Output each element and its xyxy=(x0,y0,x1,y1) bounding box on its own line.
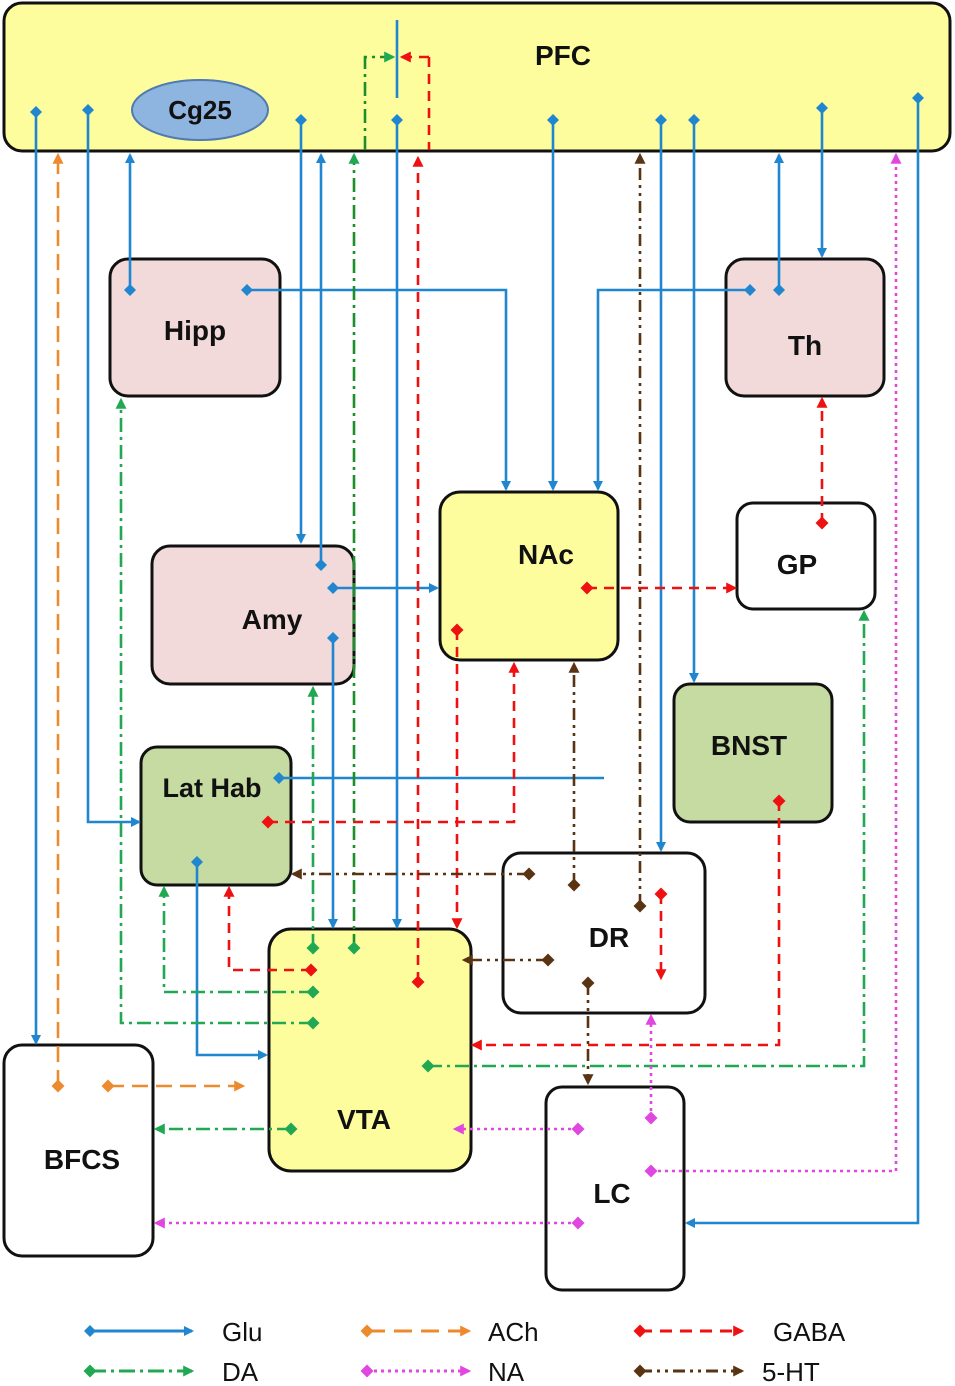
amy-label: Amy xyxy=(242,604,303,635)
gp-label: GP xyxy=(777,549,817,580)
vta-label: VTA xyxy=(337,1104,391,1135)
legend-da-label: DA xyxy=(222,1357,259,1386)
bnst-label: BNST xyxy=(711,730,787,761)
glu-pfc-to-lathab xyxy=(82,104,141,827)
lathab-label: Lat Hab xyxy=(162,773,261,803)
connections xyxy=(30,20,924,1230)
lc-label: LC xyxy=(593,1178,630,1209)
bfcs-label: BFCS xyxy=(44,1144,120,1175)
da-vta-to-hipp xyxy=(115,397,320,1030)
glu-pfc-to-lc xyxy=(685,92,924,1228)
glu-hipp-to-nac xyxy=(241,284,511,491)
hipp-label: Hipp xyxy=(164,315,226,346)
pfc-label: PFC xyxy=(535,40,591,71)
bfcs-box xyxy=(2,1043,155,1258)
lathab-box xyxy=(139,745,293,887)
legend-5ht-label: 5-HT xyxy=(762,1357,820,1386)
legend-gaba-label: GABA xyxy=(773,1317,846,1347)
legend-glu-label: Glu xyxy=(222,1317,262,1347)
nac-label: NAc xyxy=(518,539,574,570)
da-pfc-top xyxy=(363,51,396,150)
nac-box xyxy=(438,490,620,662)
dr-label: DR xyxy=(589,922,629,953)
legend xyxy=(83,1324,745,1378)
gaba-lathab-to-nac xyxy=(261,661,520,829)
th-label: Th xyxy=(788,330,822,361)
cg25-label: Cg25 xyxy=(168,95,232,125)
glu-lathab-to-vta xyxy=(191,856,268,1060)
th-box xyxy=(724,257,886,398)
legend-ach-label: ACh xyxy=(488,1317,539,1347)
legend-na-label: NA xyxy=(488,1357,525,1386)
na-lc-to-pfc xyxy=(644,152,902,1178)
